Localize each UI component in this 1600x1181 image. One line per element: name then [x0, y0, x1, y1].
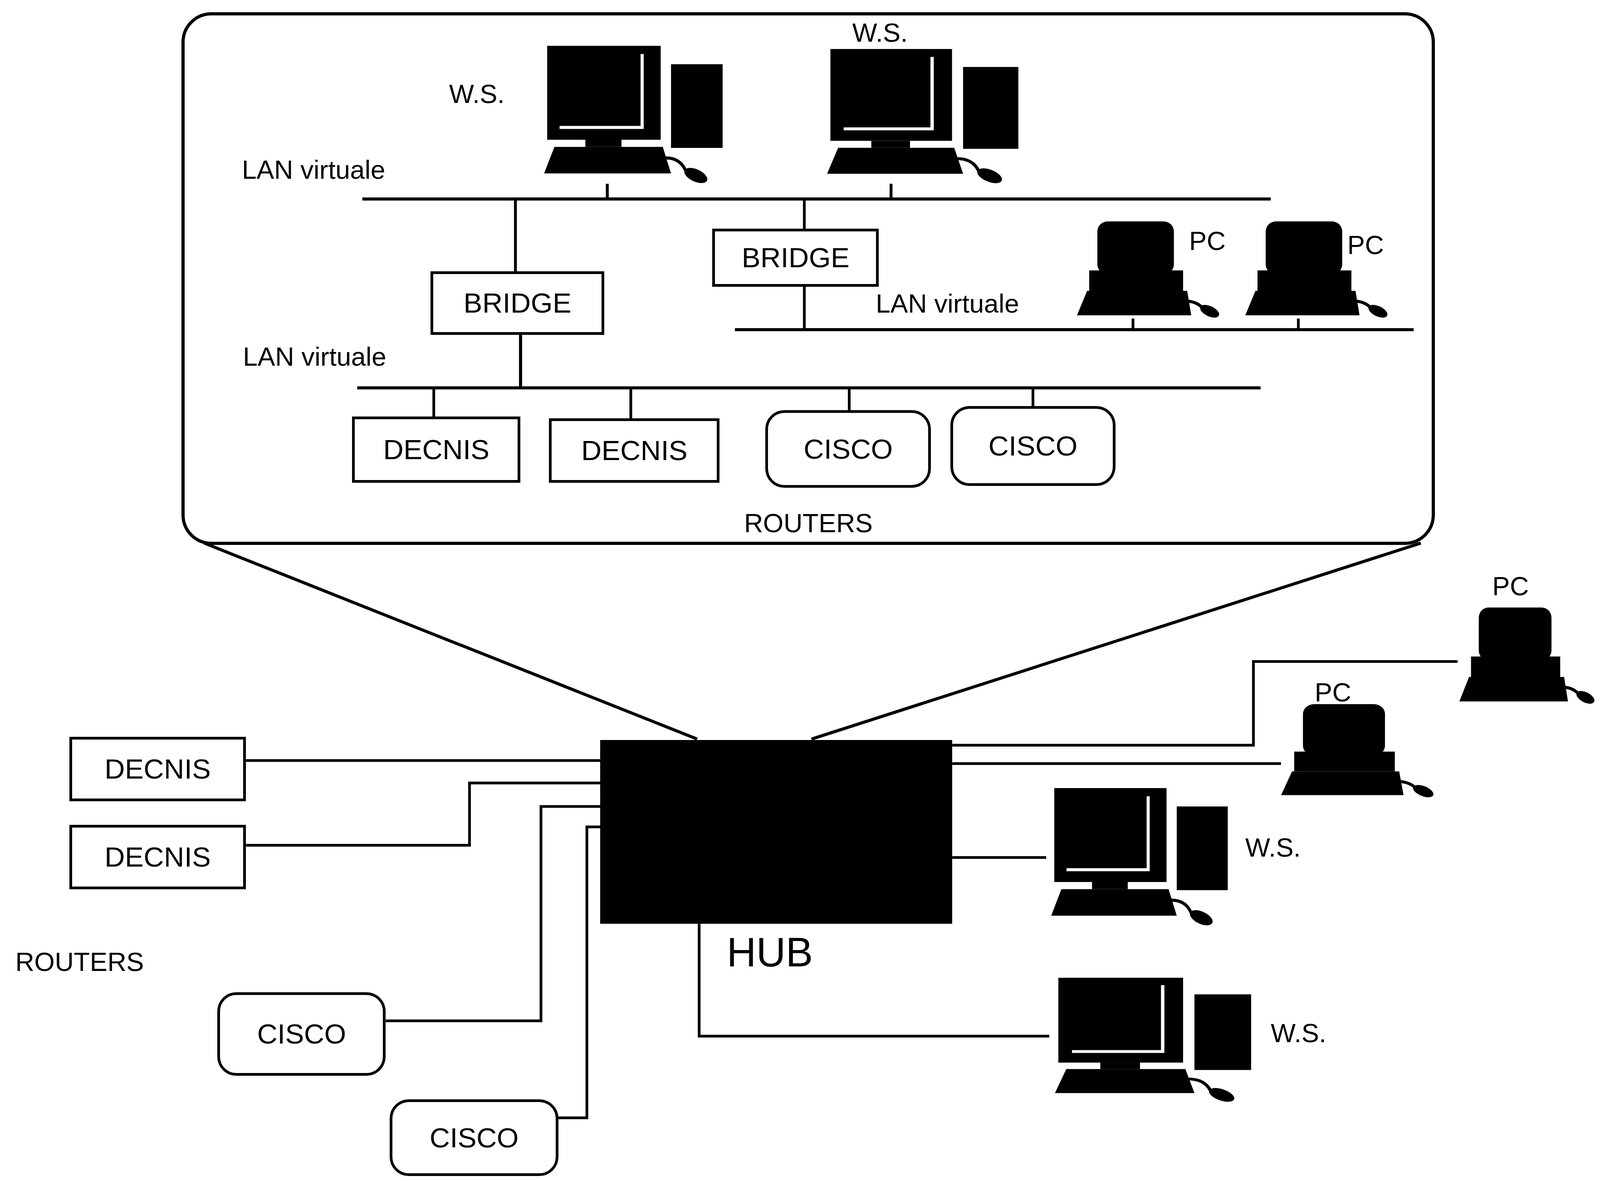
box-label: BRIDGE: [741, 242, 850, 274]
network-link: [245, 782, 601, 846]
pc: PC: [1281, 675, 1440, 798]
node-label: PC: [1492, 571, 1529, 601]
box-label: DECNIS: [104, 753, 211, 785]
network-link: [245, 758, 601, 762]
network-link: [515, 183, 608, 272]
network-link: [520, 334, 632, 419]
box-label: CISCO: [803, 433, 893, 465]
text-label: ROUTERS: [15, 947, 145, 977]
bridge-box: BRIDGE: [712, 228, 879, 287]
network-link: [952, 856, 1047, 859]
text-label: LAN virtuale: [241, 155, 386, 185]
node-label: W.S.: [1270, 1018, 1326, 1048]
router-box: CISCO: [950, 406, 1116, 486]
network-link: [386, 806, 601, 1022]
network-link: [699, 923, 1050, 1037]
pc: PC: [1076, 216, 1246, 319]
network-link: [804, 286, 1299, 330]
node-label: HUB: [726, 929, 813, 975]
box-label: BRIDGE: [463, 287, 572, 319]
network-link: [433, 334, 521, 417]
pc-icon: [1281, 704, 1434, 798]
box-label: CISCO: [257, 1018, 347, 1050]
router-box: DECNIS: [69, 736, 246, 802]
text-label: LAN virtuale: [875, 288, 1019, 319]
node-label: PC: [1188, 226, 1226, 256]
pc: PC: [1457, 569, 1596, 705]
workstation: W.S.: [1049, 977, 1356, 1106]
hub-block: HUB: [600, 739, 953, 924]
network-link: [558, 826, 601, 1118]
workstation-icon: [821, 48, 1021, 184]
workstation-icon: [1046, 787, 1230, 926]
workstation: W.S.: [1046, 787, 1332, 926]
box-label: DECNIS: [104, 841, 211, 873]
zoom-line: [204, 543, 698, 739]
node-label: PC: [1347, 230, 1385, 260]
workstation-icon: [538, 45, 725, 184]
workstation: W.S.: [444, 45, 725, 184]
box-label: DECNIS: [581, 435, 688, 466]
router-box: CISCO: [217, 992, 386, 1076]
pc-icon: [1459, 607, 1596, 705]
node-label: W.S.: [449, 79, 505, 109]
network-link: [520, 334, 1034, 407]
box-label: CISCO: [429, 1122, 519, 1154]
node-label: PC: [1314, 677, 1352, 707]
text-label: LAN virtuale: [242, 342, 387, 372]
network-link: [520, 334, 850, 411]
bridge-box: BRIDGE: [430, 271, 604, 335]
router-box: CISCO: [765, 410, 931, 488]
network-link: [804, 183, 891, 229]
node-label: W.S.: [1245, 832, 1301, 862]
node-label: W.S.: [852, 18, 908, 48]
router-box: DECNIS: [69, 824, 246, 890]
router-box: CISCO: [389, 1099, 558, 1176]
node-label: ROUTERS: [184, 508, 1432, 538]
workstation-icon: [1049, 977, 1254, 1102]
box-label: CISCO: [988, 430, 1078, 462]
network-link: [607, 183, 805, 229]
box-label: DECNIS: [383, 434, 490, 465]
workstation: W.S.: [816, 15, 1026, 184]
router-box: DECNIS: [548, 418, 720, 483]
zoom-region: ROUTERS W.S. W.S. BRIDGE BRIDGE PC PC DECNIS DEC…: [181, 12, 1435, 545]
network-link: [952, 762, 1282, 765]
pc: PC: [1245, 216, 1404, 319]
router-box: DECNIS: [352, 416, 521, 483]
